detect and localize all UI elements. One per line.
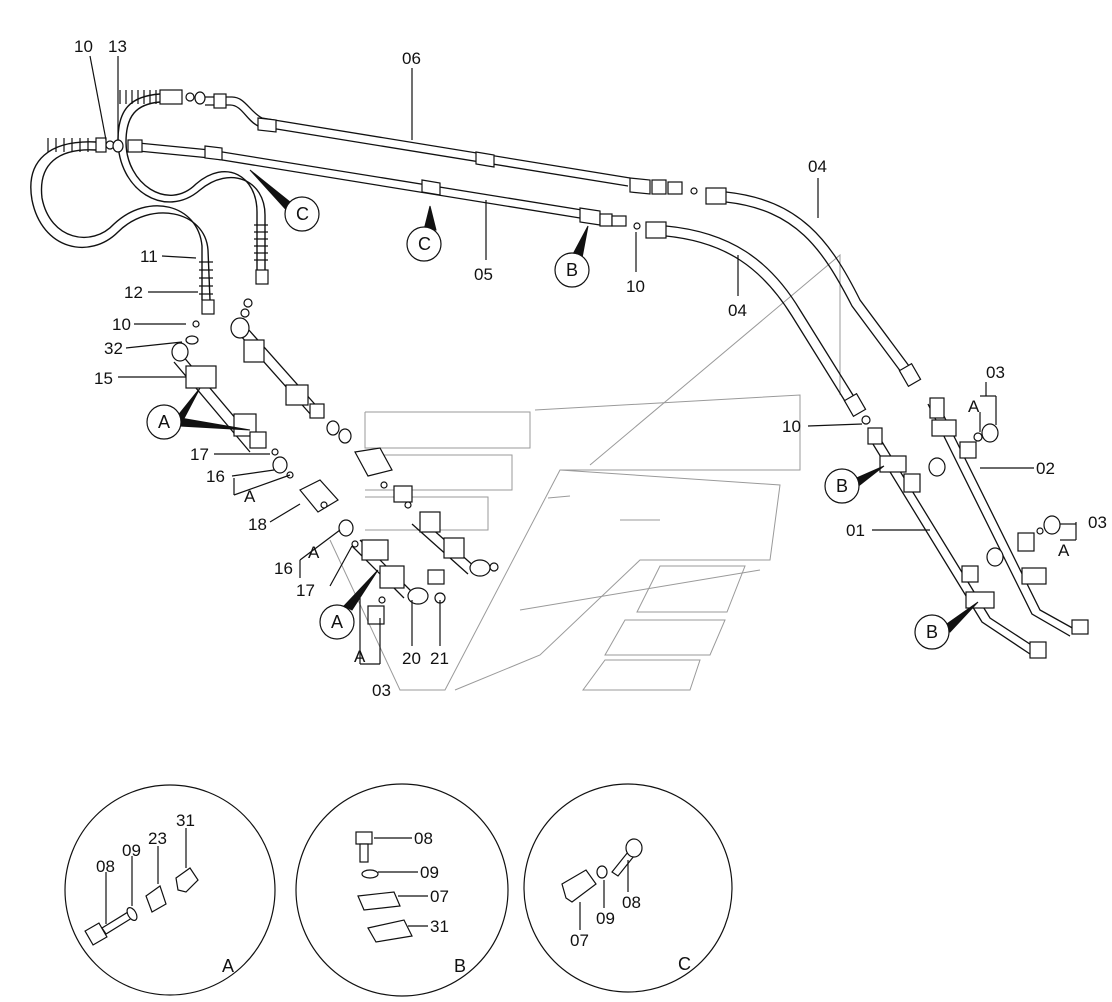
detail-B-label-31: 31 [430,917,449,936]
svg-text:B: B [836,476,848,496]
pipe-06 [205,93,698,195]
bolt-icon [611,838,643,877]
detail-A-label-31: 31 [176,811,195,830]
callout-A-e: A [1058,541,1070,560]
callout-10-mid: 10 [626,277,645,296]
callout-02: 02 [1036,459,1055,478]
detail-A-label-09: 09 [122,841,141,860]
detail-C-label-08: 08 [622,893,641,912]
svg-text:C: C [418,234,431,254]
bracket-07 [561,869,597,903]
callout-04-top: 04 [808,157,827,176]
callout-03-bottom: 03 [372,681,391,700]
callout-10-right: 10 [782,417,801,436]
detail-B-label-08: 08 [414,829,433,848]
callout-21: 21 [430,649,449,668]
callout-03-mid: 03 [1088,513,1107,532]
callout-17-a: 17 [190,445,209,464]
callout-06: 06 [402,49,421,68]
svg-text:A: A [158,412,170,432]
callout-05: 05 [474,265,493,284]
manifold-center-upper [230,317,413,509]
callout-16-b: 16 [274,559,293,578]
detail-A-label-23: 23 [148,829,167,848]
bolt-icon [355,831,373,863]
detail-view-C: 07 09 08 C [523,783,733,993]
callout-10-left: 10 [112,315,131,334]
detail-C-label-07: 07 [570,931,589,950]
pipe-04-outer [705,187,922,388]
detail-B-label-09: 09 [420,863,439,882]
callout-32: 32 [104,339,123,358]
pipe-02 [927,397,1089,637]
callout-01: 01 [846,521,865,540]
block-18 [299,479,339,513]
svg-text:A: A [331,612,343,632]
callout-04-mid: 04 [728,301,747,320]
svg-text:C: C [296,204,309,224]
manifold-center-lower [411,511,499,585]
callout-16-a: 16 [206,467,225,486]
callout-labels: 10 13 06 04 04 10 05 11 12 10 32 15 17 1… [74,37,1107,700]
view-marker-C-1: C [249,169,320,232]
view-marker-B-1: B [554,225,590,288]
detail-C-title: C [678,954,691,974]
detail-B-label-07: 07 [430,887,449,906]
callout-A-c: A [354,647,366,666]
pipe-04-inner [645,221,867,418]
svg-text:B: B [926,622,938,642]
callout-15: 15 [94,369,113,388]
hose-assembly-upper [30,89,269,345]
machine-body-outline [329,253,841,691]
pipe-01 [861,415,1047,659]
bracket-07 [357,891,401,911]
bracket-23 [145,885,167,913]
callout-11: 11 [140,247,158,266]
clamp-31 [175,867,199,893]
leader-lines [89,55,1077,665]
detail-B-title: B [454,956,466,976]
view-marker-C-2: C [406,205,442,262]
callout-10-top: 10 [74,37,93,56]
callout-20: 20 [402,649,421,668]
manifold-left [171,342,294,479]
callout-18: 18 [248,515,267,534]
bolt-icon [84,907,138,946]
detail-A-title: A [222,956,234,976]
clamp-31 [367,919,413,943]
callout-13: 13 [108,37,127,56]
view-marker-A-1: A [146,387,251,440]
detail-view-A: 08 09 23 31 A [64,784,276,996]
view-marker-B-3: B [914,601,979,650]
callout-A-a: A [244,487,256,506]
detail-C-label-09: 09 [596,909,615,928]
callout-17-b: 17 [296,581,315,600]
detail-view-B: 08 09 07 31 B [295,783,509,997]
view-marker-B-2: B [824,465,885,504]
callout-A-d: A [968,397,980,416]
pipe-05 [127,139,641,230]
callout-03-top: 03 [986,363,1005,382]
detail-A-label-08: 08 [96,857,115,876]
callout-12: 12 [124,283,143,302]
view-marker-A-2: A [319,569,379,640]
svg-text:B: B [566,260,578,280]
callout-A-b: A [308,543,320,562]
